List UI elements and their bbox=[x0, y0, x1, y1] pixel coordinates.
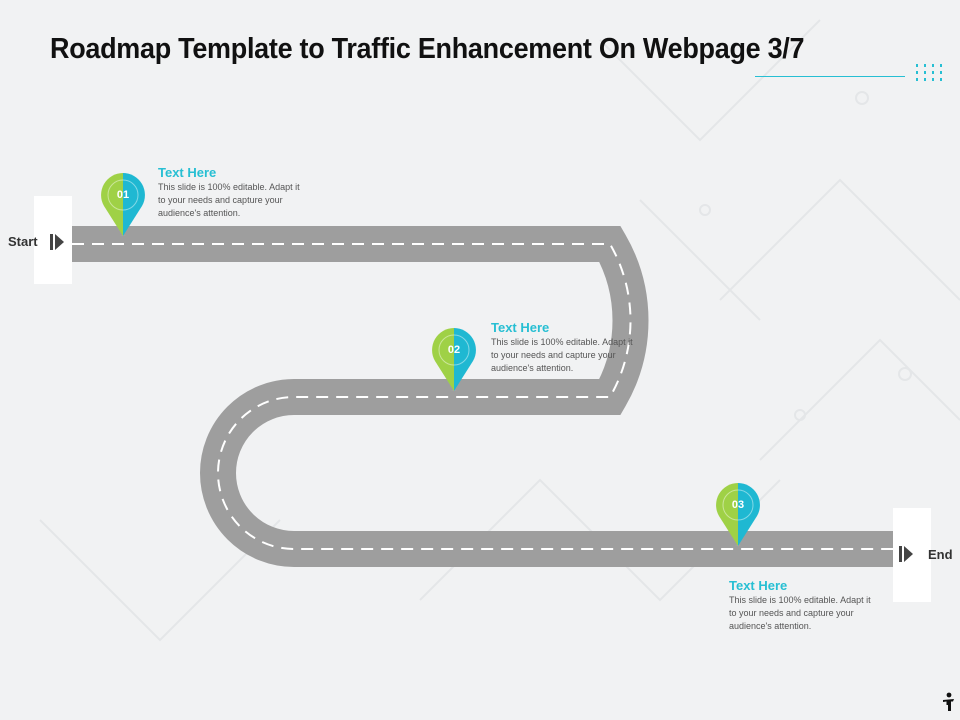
road-lane-marking bbox=[72, 243, 893, 550]
start-arrow-icon bbox=[50, 234, 64, 250]
step-heading: Text Here bbox=[491, 320, 550, 335]
start-label: Start bbox=[8, 234, 38, 249]
end-panel bbox=[893, 508, 931, 602]
step-number: 01 bbox=[116, 189, 130, 201]
map-pin-icon bbox=[101, 173, 145, 236]
end-label: End bbox=[928, 547, 953, 562]
step-description: This slide is 100% editable. Adapt it to… bbox=[729, 595, 871, 631]
step-description: This slide is 100% editable. Adapt it to… bbox=[158, 182, 300, 218]
dotted-grid-icon bbox=[916, 64, 943, 81]
page-title: Roadmap Template to Traffic Enhancement … bbox=[50, 33, 805, 65]
step-number: 03 bbox=[731, 499, 745, 511]
map-pin-icon bbox=[716, 483, 760, 546]
title-underline bbox=[755, 76, 905, 77]
person-icon bbox=[943, 692, 954, 711]
step-heading: Text Here bbox=[729, 578, 788, 593]
end-arrow-icon bbox=[899, 546, 913, 562]
step-description: This slide is 100% editable. Adapt it to… bbox=[491, 337, 633, 373]
step-heading: Text Here bbox=[158, 165, 217, 180]
step-number: 02 bbox=[447, 344, 461, 356]
map-pin-icon bbox=[432, 328, 476, 391]
